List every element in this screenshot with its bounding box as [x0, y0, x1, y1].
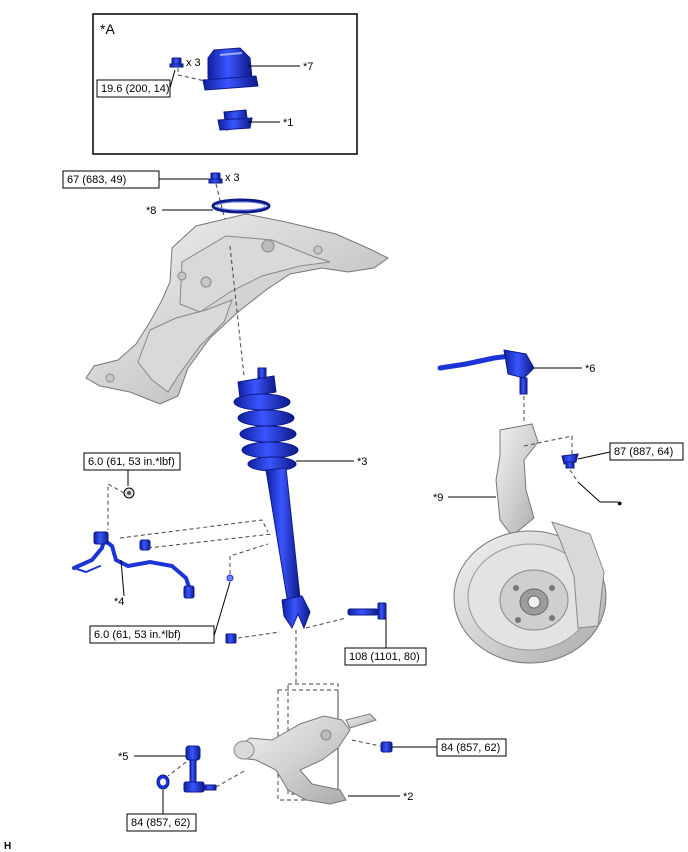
ball-joint-nut-torque-box	[609, 442, 684, 461]
gasket-icon	[211, 198, 271, 214]
upper-arm-group: *6	[437, 349, 595, 424]
lower-arm-icon	[233, 713, 377, 805]
upper-arm-icon	[437, 349, 535, 395]
inset-nut-torque-box	[96, 79, 171, 98]
stabilizer-link-icon	[183, 745, 217, 793]
steering-knuckle-group: *9 87 (887, 64) ●	[433, 423, 684, 664]
shock-nut-icon	[225, 633, 237, 644]
upper-nut-qty: x 3	[225, 172, 240, 184]
upper-nut-group: 67 (683, 49) x 3 *8	[62, 170, 271, 241]
stabilizer-link-group: *5 84 (857, 62)	[118, 745, 247, 832]
sensor-bolt-lower-torque: 6.0 (61, 53 in.*lbf)	[94, 629, 181, 641]
upper-nut-icon	[208, 172, 223, 184]
callout-1: *1	[283, 117, 293, 129]
shock-bolt-icon	[347, 602, 387, 620]
sensor-bolt-upper-icon	[123, 487, 135, 499]
callout-3: *3	[357, 456, 367, 468]
sensor-bolt-lower-group: 6.0 (61, 53 in.*lbf)	[89, 543, 269, 644]
arm-bolt-torque: 84 (857, 62)	[441, 742, 500, 754]
non-reusable-marker: ●	[617, 498, 622, 508]
sensor-bolt-upper-torque-box	[83, 452, 181, 471]
ball-joint-nut-torque: 87 (887, 64)	[614, 446, 673, 458]
inset-nut-dash	[177, 68, 206, 82]
callout-9: *9	[433, 492, 443, 504]
shock-absorber-icon	[233, 367, 311, 630]
figure-id-mark: H	[4, 841, 11, 852]
shock-bolt-torque-box	[344, 647, 427, 666]
upper-support-cover-icon	[202, 47, 259, 91]
callout-8: *8	[146, 205, 156, 217]
ball-joint-nut-icon	[561, 453, 579, 469]
stabilizer-nut-icon	[156, 774, 170, 790]
stabilizer-nut-torque: 84 (857, 62)	[131, 817, 190, 829]
inset-a-group: *A x 3 19.6 (200, 14) *7 *1	[92, 13, 358, 155]
steering-knuckle-icon	[495, 423, 539, 537]
upper-nut-torque: 67 (683, 49)	[67, 174, 126, 186]
callout-5: *5	[118, 751, 128, 763]
callout-7: *7	[303, 61, 313, 73]
inset-nut-torque: 19.6 (200, 14)	[101, 83, 170, 95]
bump-stopper-icon	[217, 109, 253, 131]
inset-nut-qty: x 3	[186, 57, 201, 69]
inset-title: *A	[100, 21, 115, 37]
shock-bolt-torque: 108 (1101, 80)	[349, 651, 420, 663]
arm-bolt-torque-box	[436, 738, 507, 757]
callout-6: *6	[585, 363, 595, 375]
stabilizer-nut-torque-box	[126, 813, 197, 832]
callout-2: *2	[403, 791, 413, 803]
sensor-bolt-lower-icon	[226, 574, 234, 582]
callout-4: *4	[114, 596, 124, 608]
arm-bolt-icon	[380, 741, 393, 753]
sensor-bolt-upper-torque: 6.0 (61, 53 in.*lbf)	[88, 456, 175, 468]
lower-arm-group: *2 84 (857, 62)	[233, 630, 507, 805]
shock-bolt-group: 108 (1101, 80)	[225, 602, 427, 666]
speed-sensor-harness-icon	[72, 531, 195, 599]
sensor-bolt-upper-group: 6.0 (61, 53 in.*lbf)	[83, 452, 181, 530]
inset-nut-icon	[169, 57, 184, 68]
sensor-bolt-lower-torque-box	[89, 625, 215, 644]
brake-disc-icon	[453, 521, 607, 664]
